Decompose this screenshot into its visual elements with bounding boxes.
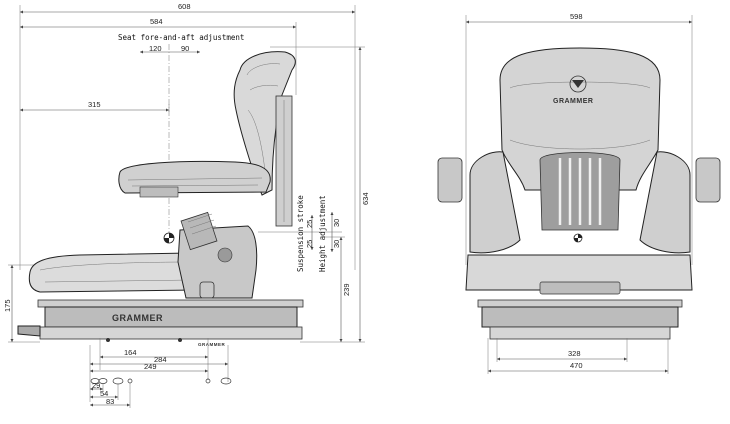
dim-284-label: 284 xyxy=(154,355,167,364)
gramm-logo-side xyxy=(217,247,233,263)
base-body-side xyxy=(44,306,298,328)
dim-584-label: 584 xyxy=(150,17,163,26)
dim-hole-54: 54 xyxy=(90,384,119,400)
dim-83-label: 83 xyxy=(106,397,114,406)
right-armrest-front xyxy=(695,157,721,203)
dim-634-label: 634 xyxy=(361,192,370,205)
seat-side-drawing: GRAMMER GRAMMER xyxy=(17,51,304,347)
dim-backrest-offset: 315 xyxy=(20,100,170,112)
dim-29-label: 29 xyxy=(92,381,100,390)
fore-aft-fwd-label: 90 xyxy=(181,44,189,53)
dim-470-label: 470 xyxy=(570,361,583,370)
dim-54-label: 54 xyxy=(100,389,108,398)
height-b-label: 30 xyxy=(332,240,341,248)
dim-seat-depth: 584 xyxy=(20,17,297,95)
dim-rail-249: 249 xyxy=(90,362,208,373)
rail-front xyxy=(489,326,671,340)
seat-cushion-side xyxy=(28,252,201,293)
base-plate-front xyxy=(477,299,683,308)
control-pad xyxy=(539,281,621,295)
dim-239-label: 239 xyxy=(342,283,351,296)
backrest-brand-label: GRAMMER xyxy=(553,98,593,105)
rail-side xyxy=(39,326,303,340)
base-brand-label: GRAMMER xyxy=(112,313,163,323)
dim-base-470: 470 xyxy=(487,338,669,374)
dim-249-label: 249 xyxy=(144,362,157,371)
seat-cushion-front xyxy=(465,254,693,291)
side-view: 608 584 Seat fore-and-aft adjustment 120… xyxy=(3,2,370,408)
front-view: 598 GRAMMER xyxy=(437,12,721,374)
dim-fore-aft: Seat fore-and-aft adjustment 120 90 xyxy=(118,33,244,240)
suspension-b-label: 25 xyxy=(305,240,314,248)
small-brand-label: GRAMMER xyxy=(198,342,225,347)
dim-height-adjustment: Height adjustment 30 30 xyxy=(318,195,341,272)
dim-608-label: 608 xyxy=(178,2,191,11)
height-a-label: 30 xyxy=(332,219,341,227)
lever-box xyxy=(180,211,218,251)
dim-315-label: 315 xyxy=(88,100,101,109)
dim-328-label: 328 xyxy=(568,349,581,358)
backrest-side xyxy=(233,51,296,196)
dim-overall-width: 608 xyxy=(19,2,356,270)
front-logo xyxy=(569,75,587,93)
base-plate-side xyxy=(37,299,304,308)
fore-aft-label: Seat fore-and-aft adjustment xyxy=(118,33,244,42)
dim-164-label: 164 xyxy=(124,348,137,357)
seat-front-drawing: GRAMMER xyxy=(437,47,721,340)
suspension-a-label: 25 xyxy=(305,220,314,228)
left-armrest-front xyxy=(437,157,463,203)
backrest-front xyxy=(499,47,661,191)
dim-base-height: 175 xyxy=(3,264,40,343)
fore-aft-back-label: 120 xyxy=(149,44,162,53)
right-bolster xyxy=(639,151,691,254)
height-adjustment-label: Height adjustment xyxy=(318,195,327,272)
dim-rail-328: 328 xyxy=(496,338,628,362)
dim-hole-83: 83 xyxy=(90,383,131,408)
dim-rail-284: 284 xyxy=(89,345,229,402)
dim-175-label: 175 xyxy=(3,299,12,312)
base-body-front xyxy=(481,306,679,328)
dim-suspension: Suspension stroke 25 25 xyxy=(258,195,342,272)
suspension-label: Suspension stroke xyxy=(296,195,305,272)
dim-overall-height: 634 xyxy=(270,46,370,343)
mounting-holes xyxy=(90,377,232,385)
dim-hole-29: 29 xyxy=(90,381,104,392)
dim-front-width: 598 xyxy=(465,12,693,265)
left-bolster xyxy=(469,151,521,254)
handle-block xyxy=(199,281,215,299)
dim-598-label: 598 xyxy=(570,12,583,21)
armrest-pad xyxy=(139,186,179,198)
